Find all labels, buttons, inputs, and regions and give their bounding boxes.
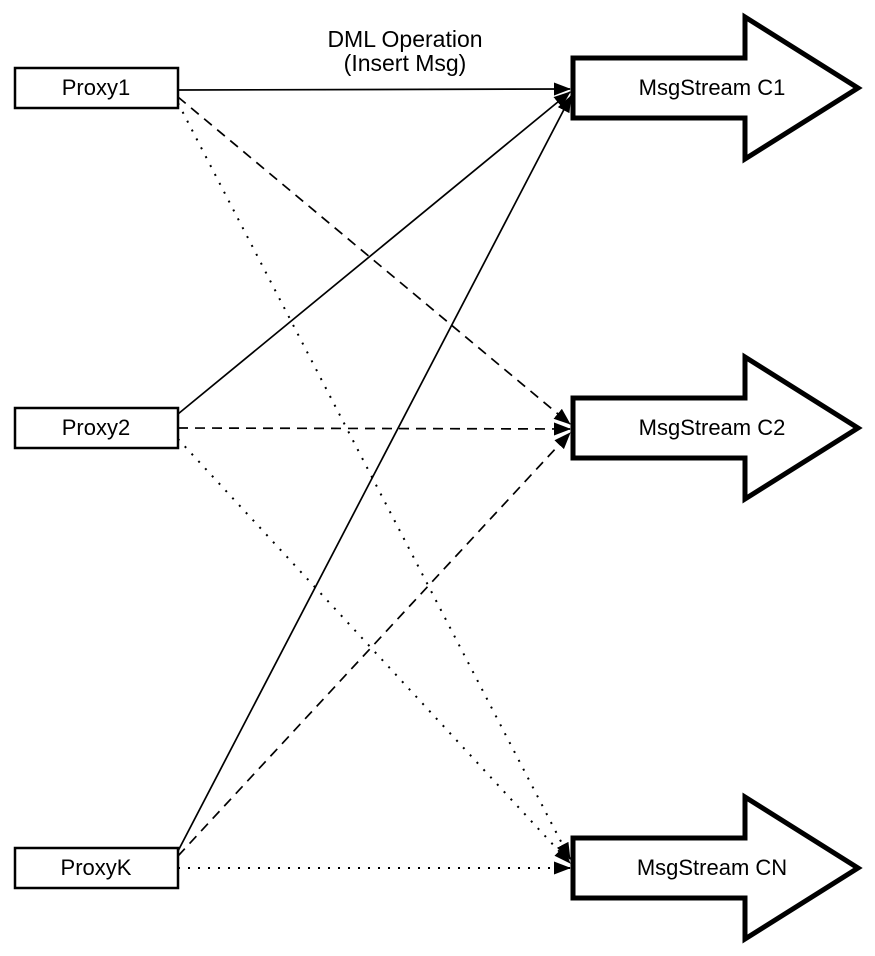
edge-proxy1-to-msgstream-cn: [177, 102, 571, 860]
proxy1-label: Proxy1: [62, 75, 130, 100]
proxyk-box: [13, 846, 180, 890]
proxy2-node: Proxy2: [13, 406, 180, 450]
edge-proxy2-to-msgstream-cn: [177, 438, 571, 864]
dml-operation-annotation: DML Operation (Insert Msg): [327, 26, 482, 76]
proxy1-box: [13, 66, 180, 110]
msgstream-c2-arrow-shape: [570, 352, 863, 504]
edge-proxyk-to-msgstream-c1: [177, 95, 572, 852]
msgstream-cn-node: MsgStream CN: [570, 792, 863, 944]
msgstream-c1-arrow-shape: [570, 12, 863, 164]
annotation-line1: DML Operation: [327, 26, 482, 52]
msgstream-cn-arrow-shape: [570, 792, 863, 944]
msgstream-c2-label: MsgStream C2: [639, 415, 786, 440]
edge-proxy1-to-msgstream-c2: [177, 96, 571, 425]
msgstream-c1-node: MsgStream C1: [570, 12, 863, 164]
proxyk-node: ProxyK: [13, 846, 180, 890]
edge-proxy1-to-msgstream-c1: [177, 82, 571, 96]
edge-proxy2-to-msgstream-c1: [177, 91, 571, 415]
proxy2-label: Proxy2: [62, 415, 130, 440]
proxyk-label: ProxyK: [61, 855, 132, 880]
edge-proxy2-to-msgstream-c2: [177, 422, 571, 436]
annotation-line2: (Insert Msg): [344, 50, 467, 76]
edge-proxyk-to-msgstream-c2: [177, 432, 571, 857]
msgstream-cn-label: MsgStream CN: [637, 855, 787, 880]
proxy2-box: [13, 406, 180, 450]
msgstream-c1-label: MsgStream C1: [639, 75, 786, 100]
proxy1-node: Proxy1: [13, 66, 180, 110]
msgstream-c2-node: MsgStream C2: [570, 352, 863, 504]
